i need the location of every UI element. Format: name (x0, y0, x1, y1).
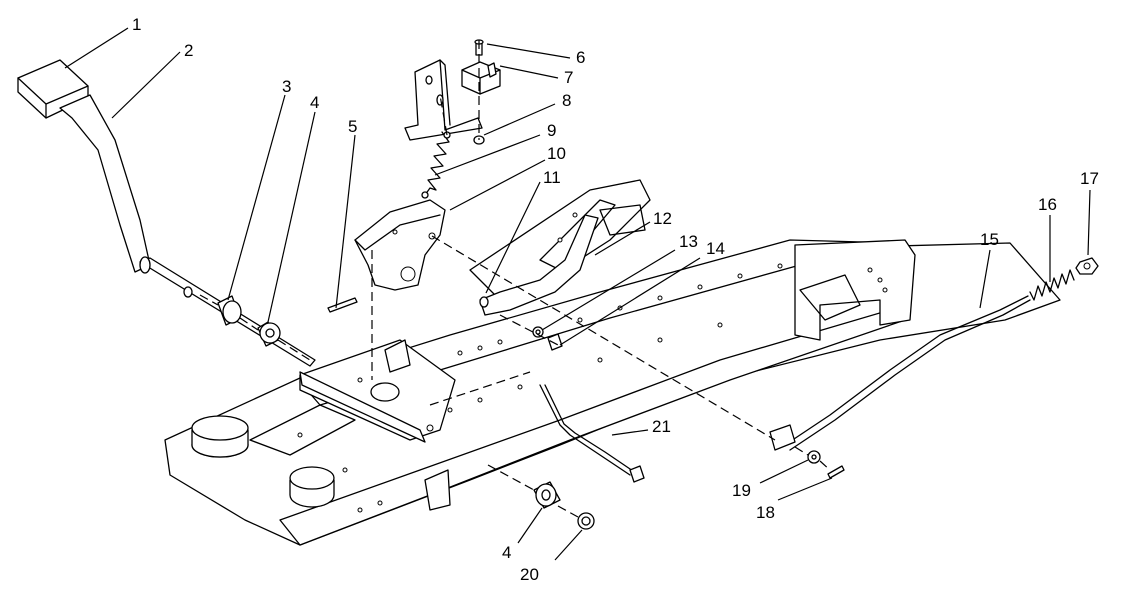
center-bracket-plate (299, 339, 456, 443)
callout-14: 14 (706, 239, 725, 258)
callout-17: 17 (1080, 169, 1099, 188)
cotter-pin-18 (827, 465, 845, 479)
left-mount-cylinder (191, 415, 249, 458)
pin-5 (327, 297, 358, 313)
chassis-frame (164, 179, 1061, 546)
spring-9 (421, 131, 451, 199)
wire-harness-21 (539, 384, 645, 483)
callout-21: 21 (652, 417, 671, 436)
callout-10: 10 (547, 144, 566, 163)
callout-19: 19 (732, 481, 751, 500)
callout-3: 3 (282, 77, 291, 96)
bushing-4-lower (533, 481, 561, 509)
callout-20: 20 (520, 565, 539, 584)
callout-8: 8 (562, 91, 571, 110)
callout-18: 18 (756, 503, 775, 522)
callout-11: 11 (543, 168, 561, 187)
upper-bracket (404, 39, 501, 145)
nut-17 (1075, 257, 1099, 275)
callout-5: 5 (348, 117, 357, 136)
callout-6: 6 (576, 48, 585, 67)
callout-4-upper: 4 (310, 93, 319, 112)
callout-15: 15 (980, 230, 999, 249)
callout-16: 16 (1038, 195, 1057, 214)
bushing-3 (217, 295, 242, 326)
washer-19 (807, 450, 821, 464)
lever-plate-10 (354, 199, 446, 291)
callout-12: 12 (653, 209, 672, 228)
callout-4-lower: 4 (502, 543, 511, 562)
callout-1: 1 (132, 15, 141, 34)
leader-lines (64, 27, 1091, 561)
hardware-13-14 (532, 326, 563, 351)
callout-labels: 1 2 3 4 5 6 7 8 9 10 11 12 13 14 15 16 1… (132, 15, 1099, 584)
right-mount-cylinder (289, 466, 335, 508)
callout-2: 2 (184, 41, 193, 60)
brake-rod-15 (769, 295, 1031, 451)
callout-9: 9 (547, 121, 556, 140)
spring-16 (1029, 269, 1075, 301)
assembly-lines (199, 40, 831, 518)
callout-13: 13 (679, 232, 698, 251)
brake-pedal (17, 59, 316, 367)
callout-7: 7 (564, 68, 573, 87)
washer-20 (577, 512, 595, 530)
latch-lever-12 (479, 214, 599, 316)
